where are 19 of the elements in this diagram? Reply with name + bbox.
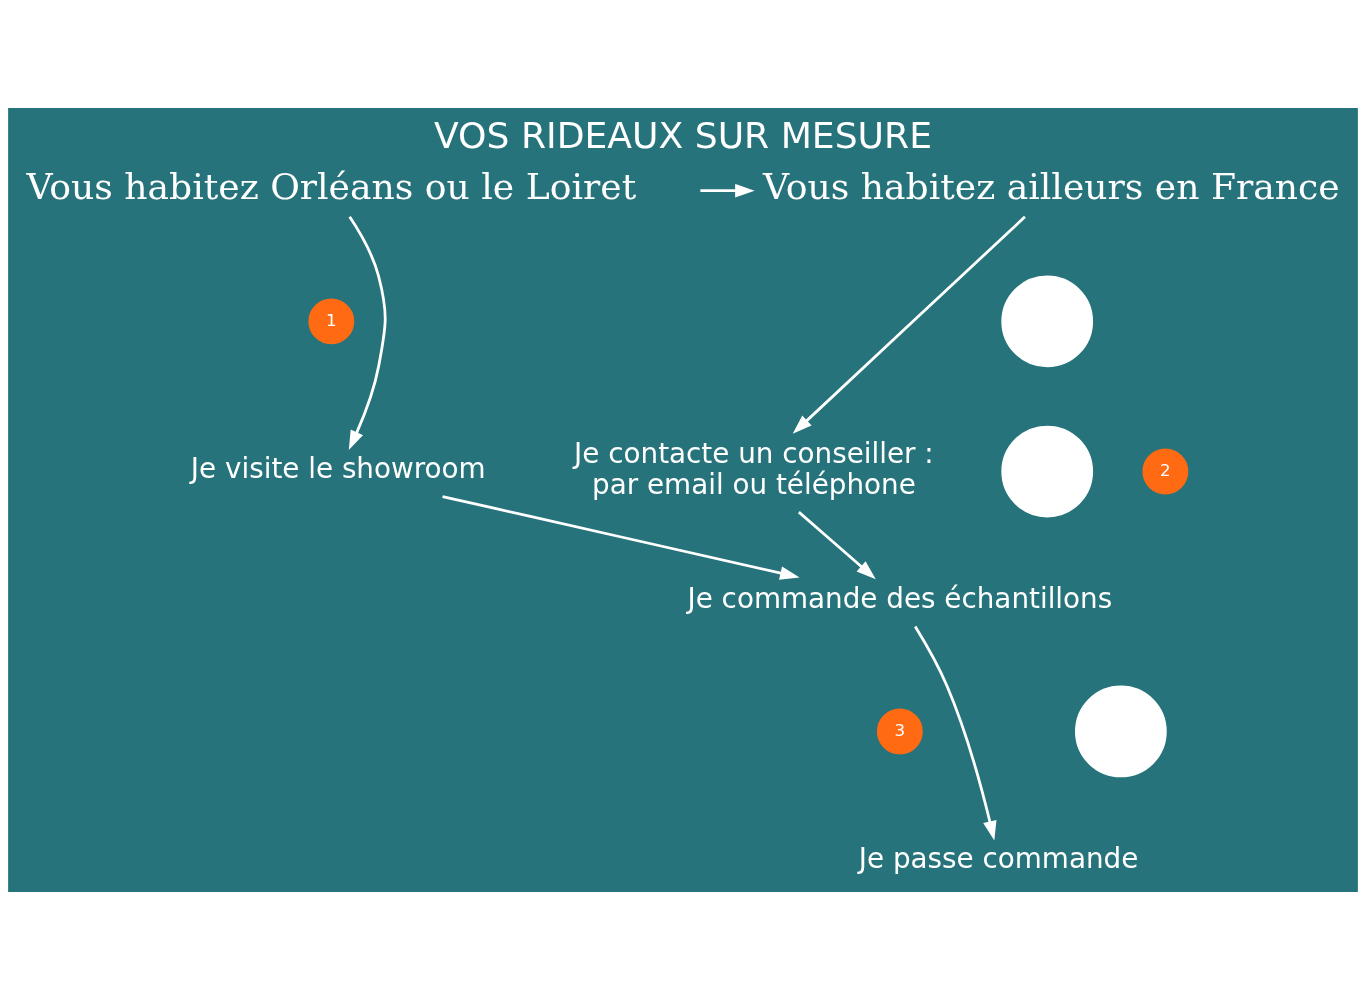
node-text: Vous habitez Orléans ou le Loiret bbox=[26, 165, 637, 209]
arrow bbox=[792, 215, 1026, 434]
diagram-title: VOS RIDEAUX SUR MESURE bbox=[434, 114, 932, 158]
arrow bbox=[700, 183, 755, 198]
node-text: Je contacte un conseiller : par email ou téléphone bbox=[574, 437, 934, 501]
arrow bbox=[348, 216, 387, 450]
node-text: Je passe commande bbox=[858, 842, 1139, 876]
arrow bbox=[442, 495, 800, 580]
arrow bbox=[797, 511, 876, 580]
node-circle bbox=[1001, 425, 1094, 518]
arrow bbox=[914, 625, 997, 841]
node-circle bbox=[1075, 685, 1167, 778]
node-text: Je commande des échantillons bbox=[687, 582, 1113, 616]
node-circle: 3 bbox=[876, 708, 923, 755]
node-circle bbox=[1001, 275, 1094, 368]
node-circle: 2 bbox=[1142, 448, 1189, 495]
node-text: Je visite le showroom bbox=[190, 452, 486, 486]
node-circle: 1 bbox=[308, 298, 355, 345]
node-text: Vous habitez ailleurs en France bbox=[763, 165, 1340, 209]
